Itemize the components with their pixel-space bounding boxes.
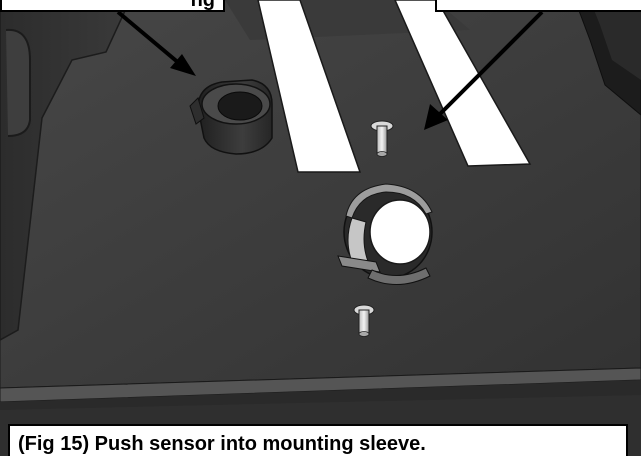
sleeve-part bbox=[189, 79, 273, 155]
right-bracket-face bbox=[590, 0, 641, 80]
arrow-right bbox=[424, 10, 544, 130]
screw-bottom bbox=[353, 304, 375, 337]
panel-lip-lower bbox=[0, 380, 641, 410]
panel-lip bbox=[0, 367, 641, 403]
callout-left-box: ng bbox=[0, 0, 225, 12]
callout-right-box bbox=[435, 0, 641, 12]
arrow-left bbox=[116, 10, 196, 76]
callout-left-text: ng bbox=[190, 0, 215, 11]
screw-top bbox=[370, 120, 394, 157]
slot-left bbox=[257, 0, 362, 173]
figure-caption: (Fig 15) Push sensor into mounting sleev… bbox=[8, 424, 628, 456]
left-wall-inner-edge bbox=[5, 28, 31, 137]
mounting-hole bbox=[337, 183, 433, 286]
